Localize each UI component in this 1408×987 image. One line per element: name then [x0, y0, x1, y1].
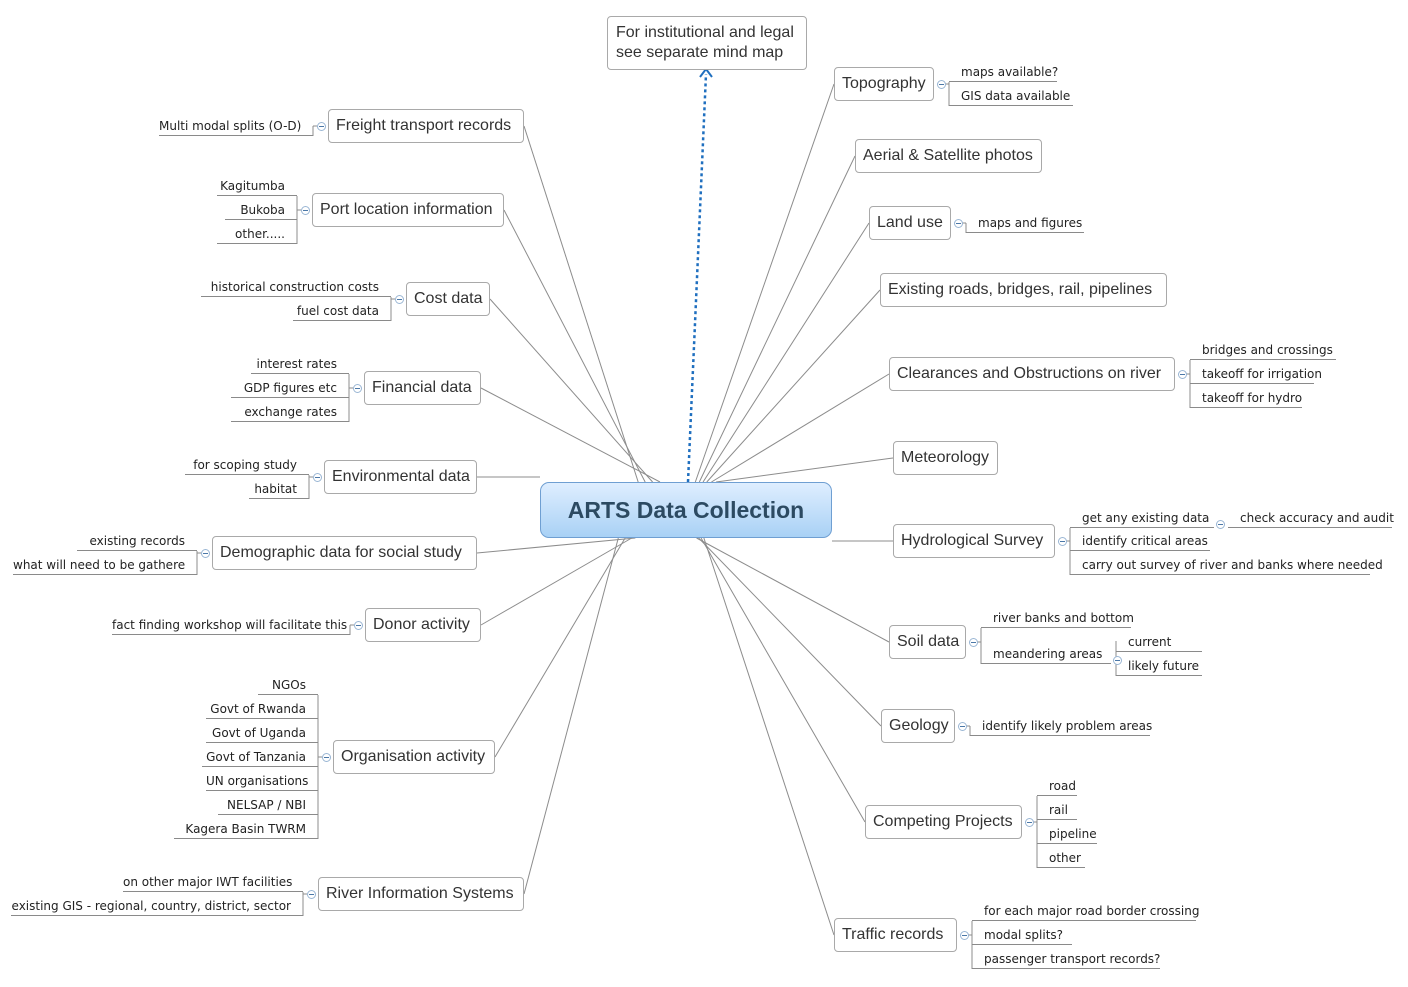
topic-meteorology[interactable]: Meteorology	[893, 441, 998, 475]
topic-ris-collapse-toggle[interactable]	[307, 890, 316, 899]
topic-hydrological-collapse-toggle[interactable]	[1058, 537, 1067, 546]
topic-environmental[interactable]: Environmental data	[324, 460, 477, 494]
topic-ris[interactable]: River Information Systems	[318, 877, 524, 911]
subtopic-port-0[interactable]: Kagitumba	[217, 178, 297, 196]
topic-competing-collapse-toggle[interactable]	[1025, 818, 1034, 827]
subtopic-organisation-0[interactable]: NGOs	[258, 677, 318, 695]
topic-freight-collapse-toggle[interactable]	[317, 122, 326, 131]
subtopic-hydrological-0[interactable]: get any existing data	[1070, 510, 1214, 528]
topic-environmental-collapse-toggle[interactable]	[313, 473, 322, 482]
subtopic-financial-1[interactable]: GDP figures etc	[231, 380, 349, 398]
subtopic-financial-2[interactable]: exchange rates	[231, 404, 349, 422]
subtopic-traffic-1[interactable]: modal splits?	[972, 927, 1072, 945]
topic-port-collapse-toggle[interactable]	[301, 206, 310, 215]
subtopic-organisation-2[interactable]: Govt of Uganda	[206, 725, 318, 743]
topic-organisation[interactable]: Organisation activity	[333, 740, 495, 774]
note-institutional-legal[interactable]: For institutional and legal see separate…	[607, 16, 807, 70]
subtopic-soil-1[interactable]: meandering areas	[981, 646, 1111, 664]
subtopic-organisation-3[interactable]: Govt of Tanzania	[202, 749, 318, 767]
subtopic-organisation-1[interactable]: Govt of Rwanda	[206, 701, 318, 719]
subtopic-competing-0[interactable]: road	[1037, 778, 1077, 796]
topic-roads[interactable]: Existing roads, bridges, rail, pipelines	[880, 273, 1167, 307]
topic-port[interactable]: Port location information	[312, 193, 504, 227]
topic-cost[interactable]: Cost data	[406, 282, 490, 316]
subtopic-hydrological-2[interactable]: carry out survey of river and banks wher…	[1070, 557, 1383, 575]
subtopic-hydrological-0-collapse-toggle[interactable]	[1216, 520, 1225, 529]
subtopic-freight-0[interactable]: Multi modal splits (O-D)	[159, 118, 313, 136]
subtopic-soil-1-1[interactable]: likely future	[1116, 658, 1202, 676]
subtopic-soil-0[interactable]: river banks and bottom	[981, 610, 1134, 628]
subtopic-demographic-1[interactable]: what will need to be gathere	[13, 557, 197, 575]
topic-topography-collapse-toggle[interactable]	[937, 80, 946, 89]
subtopic-ris-0[interactable]: on other major IWT facilities	[123, 874, 303, 892]
topic-geology[interactable]: Geology	[881, 709, 955, 743]
subtopic-donor-0[interactable]: fact finding workshop will facilitate th…	[112, 617, 350, 635]
topic-landuse[interactable]: Land use	[869, 206, 951, 240]
topic-organisation-collapse-toggle[interactable]	[322, 753, 331, 762]
subtopic-cost-0[interactable]: historical construction costs	[201, 279, 391, 297]
subtopic-financial-0[interactable]: interest rates	[251, 356, 349, 374]
subtopic-hydrological-1[interactable]: identify critical areas	[1070, 533, 1210, 551]
topic-cost-collapse-toggle[interactable]	[395, 295, 404, 304]
subtopic-environmental-0[interactable]: for scoping study	[185, 457, 309, 475]
topic-demographic[interactable]: Demographic data for social study	[212, 536, 477, 570]
subtopic-demographic-0[interactable]: existing records	[77, 533, 197, 551]
central-topic[interactable]: ARTS Data Collection	[540, 482, 832, 538]
topic-clearances-collapse-toggle[interactable]	[1178, 370, 1187, 379]
subtopic-competing-3[interactable]: other	[1037, 850, 1085, 868]
subtopic-organisation-5[interactable]: NELSAP / NBI	[218, 797, 318, 815]
topic-topography[interactable]: Topography	[834, 67, 934, 101]
subtopic-clearances-1[interactable]: takeoff for irrigation	[1190, 366, 1322, 384]
topic-traffic-collapse-toggle[interactable]	[960, 931, 969, 940]
subtopic-clearances-2[interactable]: takeoff for hydro	[1190, 390, 1302, 408]
topic-competing[interactable]: Competing Projects	[865, 805, 1022, 839]
topic-hydrological[interactable]: Hydrological Survey	[893, 524, 1055, 558]
subtopic-soil-1-0[interactable]: current	[1116, 634, 1202, 652]
subtopic-cost-1[interactable]: fuel cost data	[293, 303, 391, 321]
topic-landuse-collapse-toggle[interactable]	[954, 219, 963, 228]
note-line-1: For institutional and legal	[616, 24, 794, 41]
subtopic-organisation-4[interactable]: UN organisations	[206, 773, 318, 791]
topic-geology-collapse-toggle[interactable]	[958, 722, 967, 731]
subtopic-organisation-6[interactable]: Kagera Basin TWRM	[174, 821, 318, 839]
subtopic-port-1[interactable]: Bukoba	[225, 202, 297, 220]
subtopic-topography-0[interactable]: maps available?	[949, 64, 1058, 82]
topic-financial[interactable]: Financial data	[364, 371, 481, 405]
topic-demographic-collapse-toggle[interactable]	[201, 549, 210, 558]
topic-freight[interactable]: Freight transport records	[328, 109, 524, 143]
subtopic-geology-0[interactable]: identify likely problem areas	[970, 718, 1152, 736]
subtopic-topography-1[interactable]: GIS data available	[949, 88, 1073, 106]
subtopic-clearances-0[interactable]: bridges and crossings	[1190, 342, 1336, 360]
topic-clearances[interactable]: Clearances and Obstructions on river	[889, 357, 1175, 391]
topic-donor-collapse-toggle[interactable]	[354, 621, 363, 630]
subtopic-landuse-0[interactable]: maps and figures	[966, 215, 1084, 233]
topic-donor[interactable]: Donor activity	[365, 608, 481, 642]
subtopic-traffic-2[interactable]: passenger transport records?	[972, 951, 1160, 969]
topic-soil[interactable]: Soil data	[889, 625, 966, 659]
topic-aerial[interactable]: Aerial & Satellite photos	[855, 139, 1042, 173]
topic-financial-collapse-toggle[interactable]	[353, 384, 362, 393]
subtopic-environmental-1[interactable]: habitat	[249, 481, 309, 499]
subtopic-port-2[interactable]: other.....	[217, 226, 297, 244]
subtopic-soil-1-collapse-toggle[interactable]	[1113, 656, 1122, 665]
subtopic-competing-1[interactable]: rail	[1037, 802, 1077, 820]
topic-traffic[interactable]: Traffic records	[834, 918, 957, 952]
subtopic-competing-2[interactable]: pipeline	[1037, 826, 1097, 844]
subtopic-traffic-0[interactable]: for each major road border crossing	[972, 903, 1199, 921]
topic-soil-collapse-toggle[interactable]	[969, 638, 978, 647]
subtopic-ris-1[interactable]: existing GIS - regional, country, distri…	[11, 898, 303, 916]
note-line-2: see separate mind map	[616, 44, 784, 61]
subtopic-hydrological-0-0[interactable]: check accuracy and audit	[1228, 510, 1394, 528]
